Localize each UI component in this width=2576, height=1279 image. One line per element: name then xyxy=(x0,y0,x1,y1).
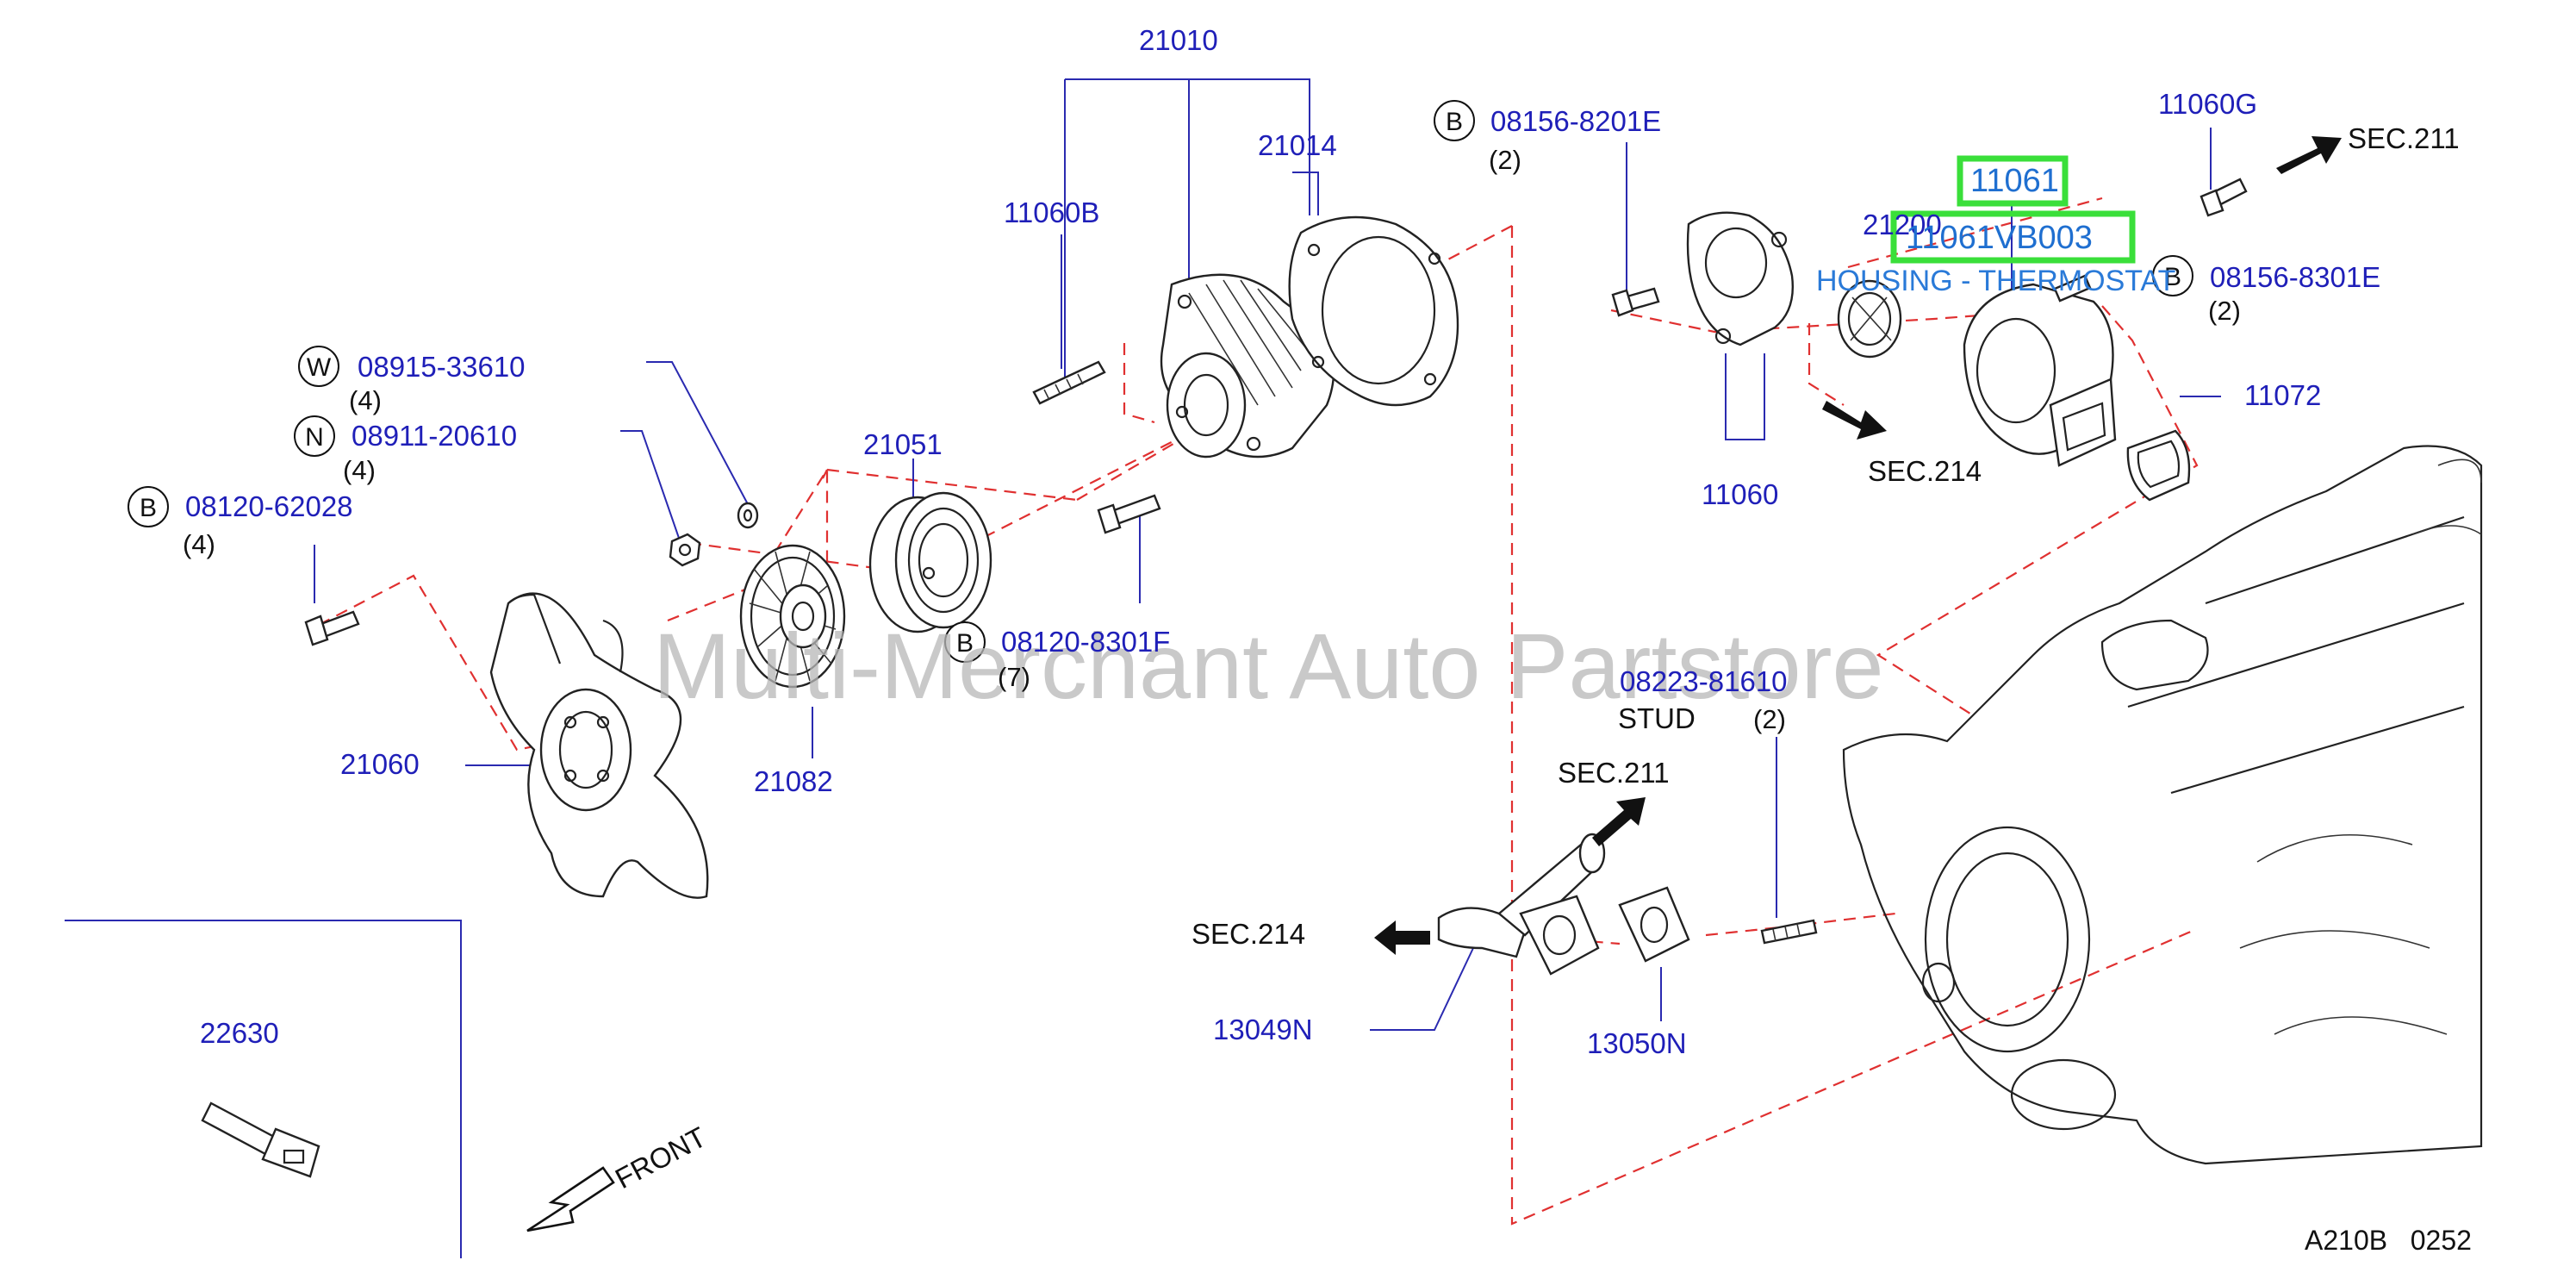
qty-08120-62028: (4) xyxy=(183,529,215,559)
washer-08915-33610 xyxy=(737,502,759,529)
circle-markers: B W N B B B xyxy=(128,100,2193,663)
label-08156-8201E[interactable]: 08156-8201E xyxy=(1490,105,1661,137)
qty-08915-33610: (4) xyxy=(349,385,382,415)
label-08915-33610[interactable]: 08915-33610 xyxy=(358,351,526,383)
label-11072[interactable]: 11072 xyxy=(2244,379,2321,411)
label-11060G[interactable]: 11060G xyxy=(2158,88,2257,120)
circle-w-08915-33610: W xyxy=(307,353,332,382)
qty-08156-8201E: (2) xyxy=(1489,145,1521,175)
arrow-sec211-top xyxy=(2276,136,2342,174)
stud-11060G xyxy=(2200,178,2248,217)
bolt-08120-8301F xyxy=(1097,494,1161,534)
label-21014[interactable]: 21014 xyxy=(1258,129,1337,161)
watermark: Multi-Merchant Auto Partstore xyxy=(653,614,1884,718)
circle-b-08156-8201E: B xyxy=(1446,108,1463,136)
circle-b-08120-62028: B xyxy=(140,494,157,522)
inlet-pipe-13049N xyxy=(1437,833,1606,976)
stud-08223-81610 xyxy=(1760,919,1818,945)
gasket-11072 xyxy=(2126,429,2191,502)
arrow-sec211-mid xyxy=(1592,797,1646,846)
diagram-code: A210B 0252 xyxy=(2305,1225,2472,1256)
label-13049N[interactable]: 13049N xyxy=(1213,1014,1313,1045)
label-11061VB003[interactable]: 11061VB003 xyxy=(1906,220,2093,256)
water-outlet-11061 xyxy=(1963,283,2117,467)
arrow-sec214-right xyxy=(1822,401,1887,440)
label-21060[interactable]: 21060 xyxy=(340,748,420,780)
label-21200[interactable]: 21200 xyxy=(1863,209,1942,240)
highlight-boxes xyxy=(1890,155,2136,264)
label-08120-8301F[interactable]: 08120-8301F xyxy=(1001,626,1170,658)
label-stud: STUD xyxy=(1618,702,1696,734)
highlight-box-11061 xyxy=(1957,155,2069,207)
circle-b-08120-8301F: B xyxy=(956,629,974,658)
stud-11060B xyxy=(1032,360,1106,405)
label-21010[interactable]: 21010 xyxy=(1139,24,1218,56)
gasket-21014 xyxy=(1288,215,1459,407)
leader-lines xyxy=(65,78,2221,1258)
label-11060[interactable]: 11060 xyxy=(1702,478,1778,510)
nut-08911-20610 xyxy=(669,533,701,567)
label-housing-thermostat: HOUSING - THERMOSTAT xyxy=(1816,265,2175,297)
arrow-sec214-left xyxy=(1374,920,1430,955)
label-13050N[interactable]: 13050N xyxy=(1587,1027,1687,1059)
thermostat-housing-11060 xyxy=(1611,211,1794,346)
label-sec214-left[interactable]: SEC.214 xyxy=(1192,918,1305,950)
circle-n-08911-20610: N xyxy=(305,423,324,452)
label-21082[interactable]: 21082 xyxy=(754,765,833,797)
label-sec214-right[interactable]: SEC.214 xyxy=(1868,455,1982,487)
label-22630[interactable]: 22630 xyxy=(200,1017,279,1049)
qty-08120-8301F: (7) xyxy=(998,662,1030,692)
bolt-08120-62028 xyxy=(304,610,360,646)
qty-08911-20610: (4) xyxy=(343,455,376,485)
bolt-08156-8301E xyxy=(2053,274,2092,303)
fan-coupling-21082 xyxy=(739,544,846,689)
label-08156-8301E[interactable]: 08156-8301E xyxy=(2210,261,2380,293)
label-08223-81610[interactable]: 08223-81610 xyxy=(1620,665,1788,697)
front-arrow xyxy=(526,1166,615,1232)
label-21051[interactable]: 21051 xyxy=(863,428,943,460)
label-sec211-top[interactable]: SEC.211 xyxy=(2348,122,2460,154)
label-sec211-mid[interactable]: SEC.211 xyxy=(1558,757,1670,789)
label-11060B[interactable]: 11060B xyxy=(1004,197,1099,228)
thermostat-21200 xyxy=(1837,279,1902,359)
qty-08223-81610: (2) xyxy=(1753,704,1786,734)
fan-blade-21060 xyxy=(489,592,709,899)
label-11061[interactable]: 11061 xyxy=(1970,163,2059,199)
water-pump-21010 xyxy=(1160,273,1335,459)
label-08120-62028[interactable]: 08120-62028 xyxy=(185,490,353,522)
highlight-box-11061VB003 xyxy=(1890,210,2136,264)
qty-08156-8301E: (2) xyxy=(2208,296,2241,326)
gasket-13050N xyxy=(1618,886,1690,963)
sensor-22630 xyxy=(201,1101,320,1178)
pulley-21051 xyxy=(868,491,992,633)
engine-block xyxy=(1842,445,2483,1165)
circle-b-08156-8301E: B xyxy=(2164,263,2181,291)
label-front: FRONT xyxy=(610,1120,712,1195)
label-08911-20610[interactable]: 08911-20610 xyxy=(352,420,517,452)
